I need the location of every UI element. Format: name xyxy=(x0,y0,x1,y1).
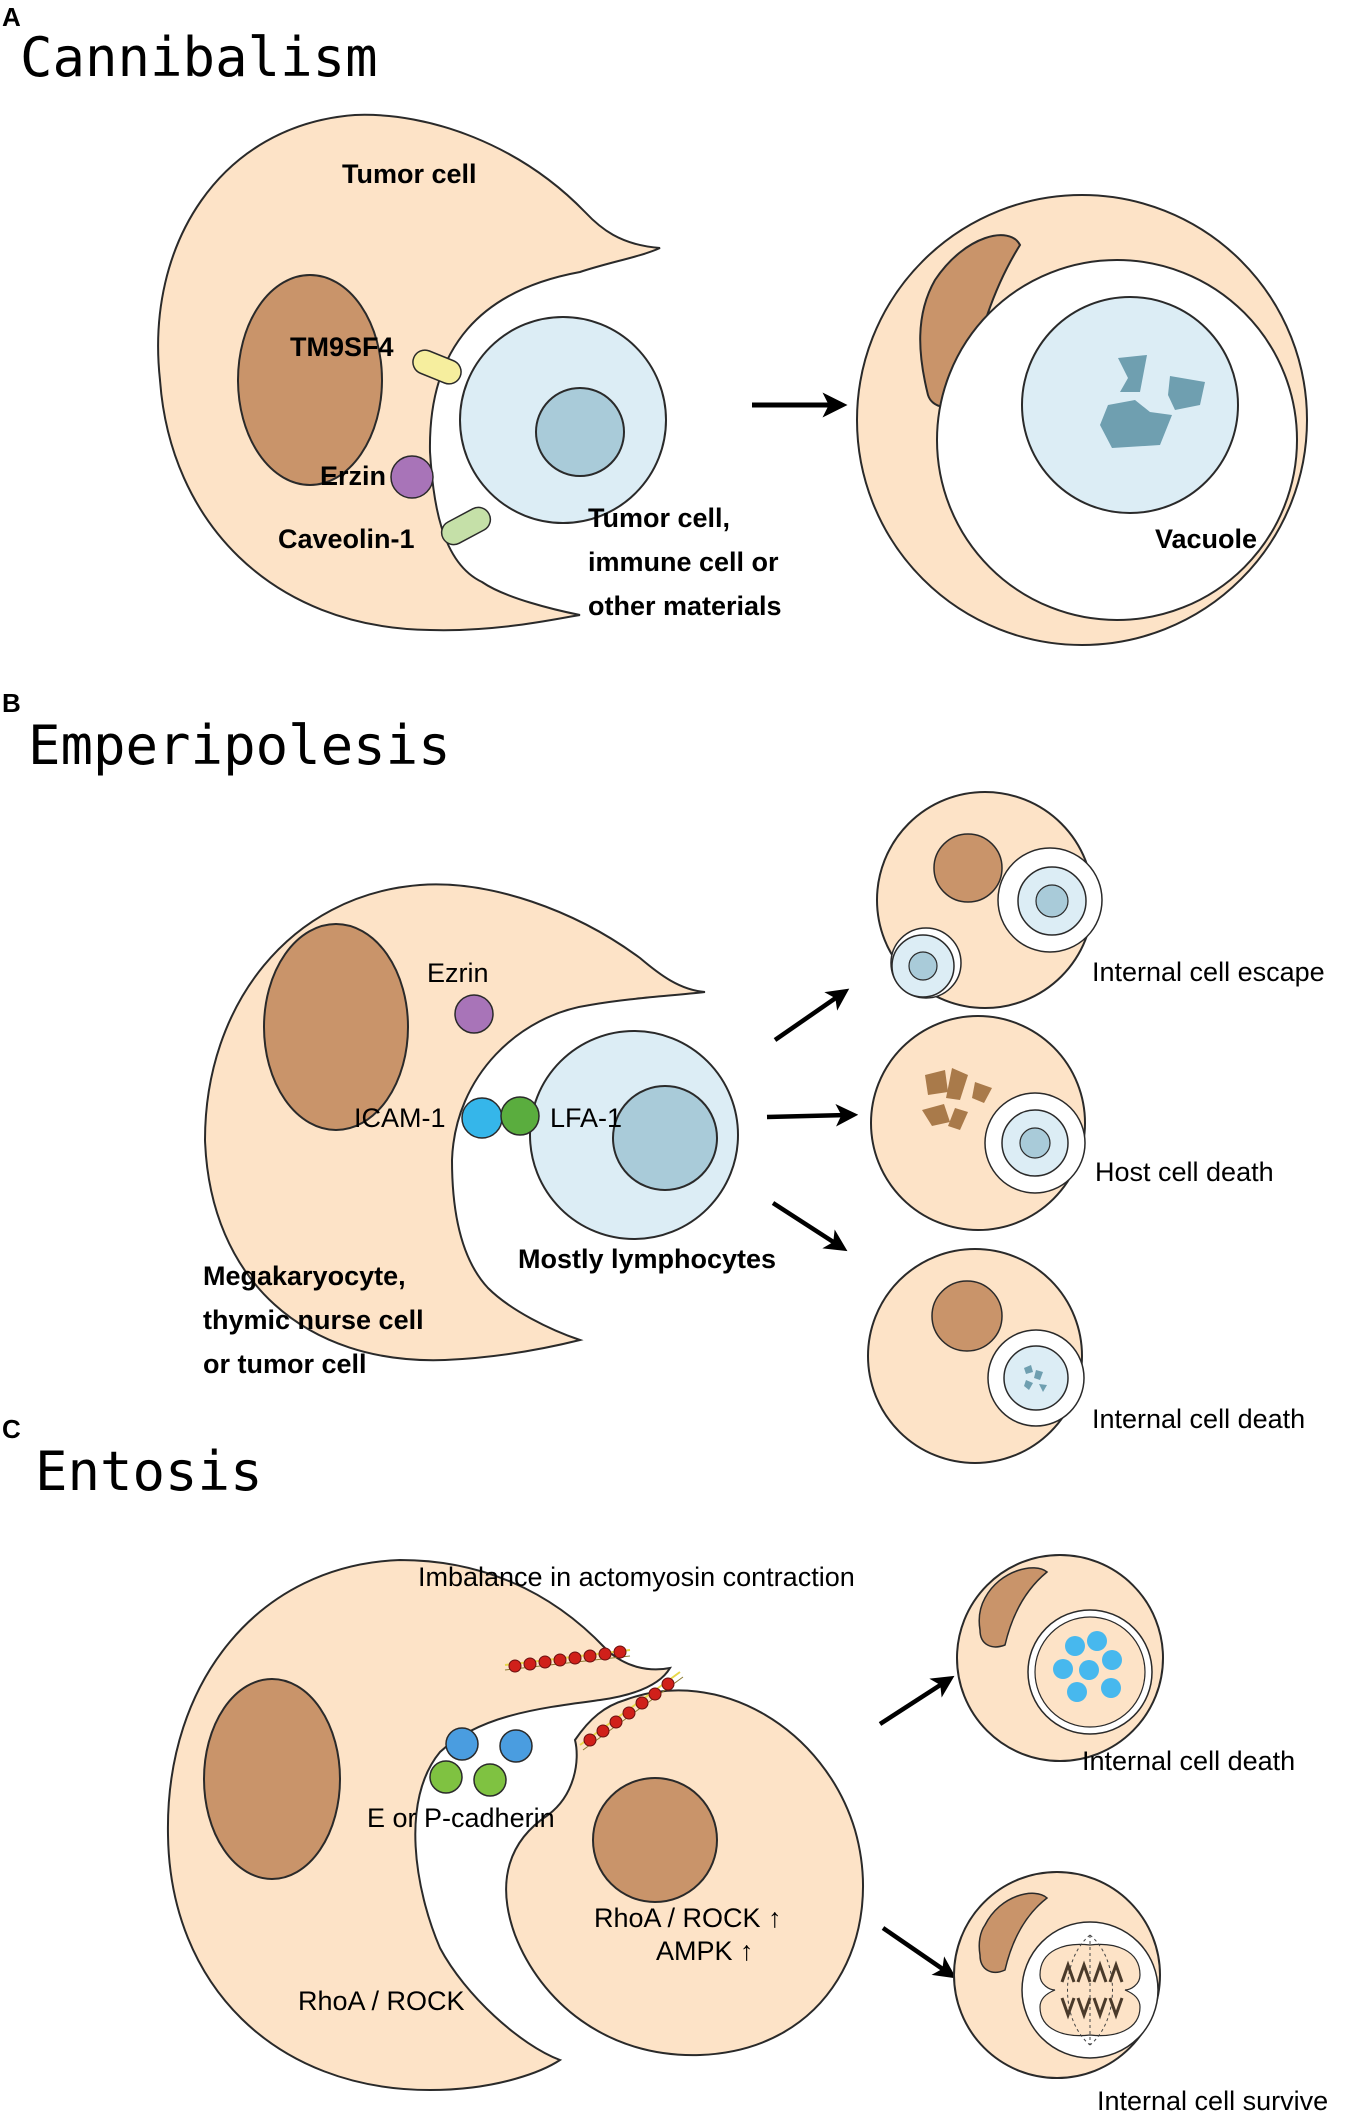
lymphocyte-nucleus xyxy=(612,1085,718,1191)
outcome-host-cell-death xyxy=(870,1015,1086,1231)
label-vacuole: Vacuole xyxy=(1155,524,1257,554)
erzin-protein xyxy=(390,455,434,499)
label-icam1: ICAM-1 xyxy=(354,1103,446,1133)
label-lymphocytes: Mostly lymphocytes xyxy=(518,1244,776,1274)
arrow-c-survive xyxy=(881,1926,957,1979)
host-nucleus xyxy=(203,1678,341,1880)
panel-a-title: Cannibalism xyxy=(20,26,378,89)
label-entosis-death: Internal cell death xyxy=(1082,1746,1295,1776)
label-tm9sf4: TM9SF4 xyxy=(290,332,394,362)
label-host-line1: Megakaryocyte, xyxy=(203,1261,406,1291)
label-host-line2: thymic nurse cell xyxy=(203,1305,424,1335)
label-target-line3: other materials xyxy=(588,591,782,621)
label-tumor-cell: Tumor cell xyxy=(342,159,477,189)
label-imbalance: Imbalance in actomyosin contraction xyxy=(418,1562,855,1592)
label-entosis-survive: Internal cell survive xyxy=(1097,2086,1328,2116)
arrow-b-escape xyxy=(773,988,850,1042)
label-rhoa-up: RhoA / ROCK ↑ xyxy=(594,1903,782,1933)
label-lfa1: LFA-1 xyxy=(550,1103,622,1133)
arrow-b-host-death xyxy=(766,1104,859,1127)
cadherin-blue xyxy=(499,1729,533,1763)
label-cadherin: E or P-cadherin xyxy=(367,1803,555,1833)
caveolin-receptor xyxy=(440,506,492,546)
outcome-internal-cell-death xyxy=(867,1248,1085,1464)
label-outcome-escape: Internal cell escape xyxy=(1092,957,1325,987)
icam1-receptor xyxy=(461,1097,503,1139)
engulfed-cell-nucleus xyxy=(535,387,625,477)
label-target-line2: immune cell or xyxy=(588,547,779,577)
nucleus-fragment xyxy=(1168,376,1205,410)
panel-c-letter: C xyxy=(2,1414,21,1444)
panel-b: B Emperipolesis Ezrin ICAM-1 LFA-1 Mostl… xyxy=(2,688,1325,1464)
panel-a-letter: A xyxy=(2,2,21,32)
ezrin-protein xyxy=(454,994,494,1034)
panel-b-letter: B xyxy=(2,688,21,718)
actomyosin-bundle-internal xyxy=(579,1671,684,1751)
panel-b-title: Emperipolesis xyxy=(28,714,451,777)
nucleus-fragment xyxy=(1100,400,1172,448)
cadherin-green xyxy=(473,1763,507,1797)
label-target-line1: Tumor cell, xyxy=(588,503,730,533)
cadherin-blue xyxy=(445,1727,479,1761)
host-nucleus xyxy=(263,923,409,1131)
label-host-line3: or tumor cell xyxy=(203,1349,367,1379)
host-nucleus xyxy=(237,274,383,486)
tm9sf4-receptor xyxy=(412,349,462,385)
entering-cell-nucleus xyxy=(592,1777,718,1903)
cadherin-green xyxy=(429,1760,463,1794)
label-ampk-up: AMPK ↑ xyxy=(656,1936,754,1966)
panel-a: A Cannibalism Tumor cell TM9SF4 Erzin Ca… xyxy=(2,2,1308,646)
label-outcome-host-death: Host cell death xyxy=(1095,1157,1274,1187)
label-ezrin: Ezrin xyxy=(427,958,489,988)
nucleus-fragment xyxy=(1118,355,1147,392)
label-outcome-internal-death: Internal cell death xyxy=(1092,1404,1305,1434)
outcome-entosis-internal-survive xyxy=(953,1871,1161,2079)
outcome-internal-cell-escape xyxy=(876,791,1103,1009)
label-caveolin: Caveolin-1 xyxy=(278,524,415,554)
panel-c: C Entosis xyxy=(2,1414,1328,2116)
panel-c-title: Entosis xyxy=(35,1440,263,1503)
arrow-c-death xyxy=(878,1675,955,1726)
actomyosin-bundle-host xyxy=(504,1645,631,1673)
arrow-b-internal-death xyxy=(771,1201,848,1252)
label-rhoa-host: RhoA / ROCK xyxy=(298,1986,465,2016)
lfa1-receptor xyxy=(500,1096,540,1136)
outcome-entosis-internal-death xyxy=(956,1554,1164,1762)
label-erzin: Erzin xyxy=(320,461,386,491)
